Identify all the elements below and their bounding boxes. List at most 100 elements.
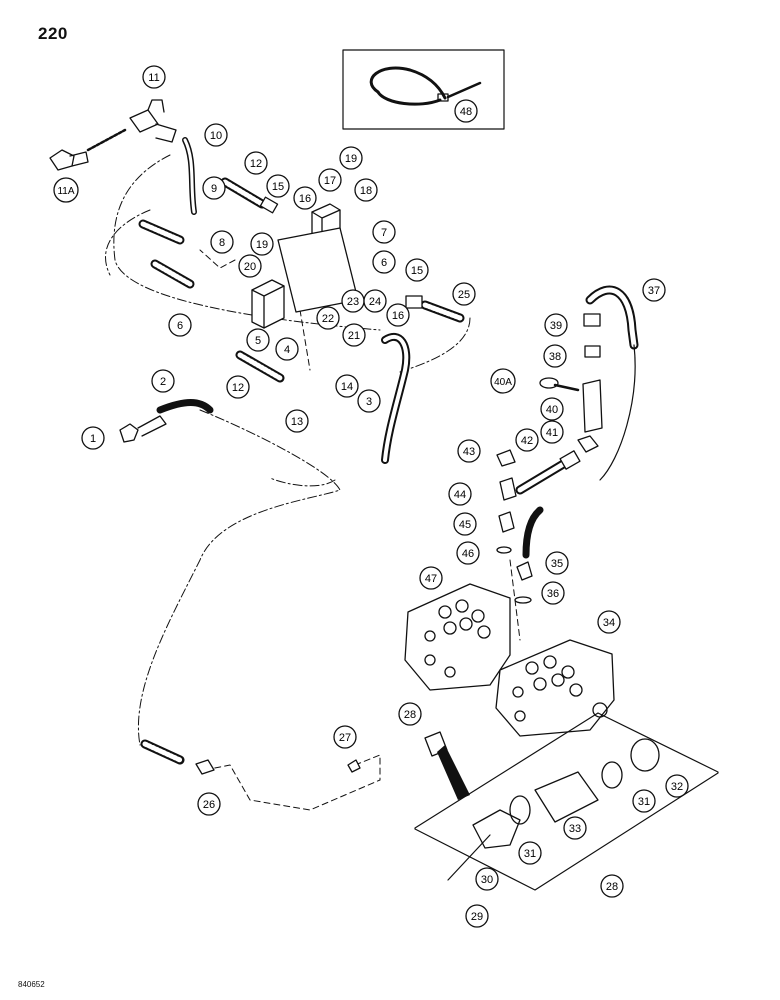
hose-end-26 [140,739,215,775]
fittings-38-39 [583,313,601,358]
callout-31: 31 [518,841,542,865]
callout-7: 7 [372,220,396,244]
callout-label: 24 [369,296,381,308]
callout-label: 31 [638,796,650,808]
callout-label: 26 [203,799,215,811]
callout-label: 6 [381,257,387,269]
callout-35: 35 [545,551,569,575]
callout-label: 8 [219,237,225,249]
fitting-1 [119,415,167,443]
hose-12-lower [235,350,285,383]
callout-label: 25 [458,289,470,301]
callout-46: 46 [456,541,480,565]
callout-4: 4 [275,337,299,361]
elbow-41 [577,435,599,453]
filter-40 [539,377,603,433]
callout-6: 6 [168,313,192,337]
callout-label: 40A [494,377,512,388]
callout-1: 1 [81,426,105,450]
callout-label: 16 [392,310,404,322]
callout-label: 41 [546,427,558,439]
callout-36: 36 [541,581,565,605]
callout-label: 33 [569,823,581,835]
callout-label: 42 [521,435,533,447]
callout-label: 38 [549,351,561,363]
callout-31: 31 [632,789,656,813]
callout-label: 46 [462,548,474,560]
callout-label: 11 [148,72,159,84]
exploded-inset-box [414,712,719,891]
callout-label: 44 [454,489,466,501]
callout-label: 10 [210,130,222,142]
callout-20: 20 [238,254,262,278]
callout-15: 15 [266,174,290,198]
callout-label: 13 [291,416,303,428]
callout-11: 11 [142,65,166,89]
callout-label: 31 [524,848,536,860]
callout-16: 16 [386,303,410,327]
cable-tie-drawing [369,66,482,106]
callout-27: 27 [333,725,357,749]
callout-label: 6 [177,320,183,332]
callout-label: 17 [324,175,336,187]
callout-label: 28 [606,881,618,893]
callout-19: 19 [250,232,274,256]
callout-label: 35 [551,558,563,570]
callout-48: 48 [454,99,478,123]
callout-30: 30 [475,867,499,891]
fittings-43-44-45 [496,449,517,554]
callout-22: 22 [316,306,340,330]
fitting-27 [347,759,361,773]
hose-12-top [220,177,279,214]
callout-label: 47 [425,573,437,585]
elbow-fitting-11 [86,99,177,152]
valve-block-4 [251,279,285,329]
hose-left-lower [150,259,195,289]
callout-34: 34 [597,610,621,634]
hose-short-45 [522,506,544,559]
callout-label: 43 [463,446,475,458]
hose-right-loop [599,344,636,481]
callout-33: 33 [563,816,587,840]
callout-42: 42 [515,428,539,452]
callout-37: 37 [642,278,666,302]
callout-40: 40 [540,397,564,421]
callout-label: 15 [272,181,284,193]
callout-label: 37 [648,285,660,297]
callout-8: 8 [210,230,234,254]
callout-label: 1 [90,433,96,445]
control-valve-47 [404,583,511,691]
elbow-fitting-11a [49,149,89,171]
callout-label: 3 [366,396,372,408]
callout-label: 32 [671,781,683,793]
callout-40A: 40A [490,368,516,394]
callout-43: 43 [457,439,481,463]
callout-10: 10 [204,123,228,147]
callout-label: 48 [460,106,472,118]
callout-label: 18 [360,185,372,197]
callout-label: 23 [347,296,359,308]
callout-6: 6 [372,250,396,274]
hose-left-upper [138,219,185,245]
callout-label: 12 [232,382,244,394]
page-number: 220 [38,24,68,43]
callout-label: 21 [348,330,360,342]
callout-2: 2 [151,369,175,393]
callout-label: 2 [160,376,166,388]
callout-17: 17 [318,168,342,192]
callout-5: 5 [246,328,270,352]
callout-23: 23 [341,289,365,313]
callout-16: 16 [293,186,317,210]
callout-label: 4 [284,344,290,356]
callout-label: 36 [547,588,559,600]
callout-label: 39 [550,320,562,332]
callout-label: 30 [481,874,493,886]
callout-32: 32 [665,774,689,798]
exploded-parts [447,738,660,881]
callout-39: 39 [544,313,568,337]
callout-3: 3 [357,389,381,413]
callout-13: 13 [285,409,309,433]
callout-14: 14 [335,374,359,398]
